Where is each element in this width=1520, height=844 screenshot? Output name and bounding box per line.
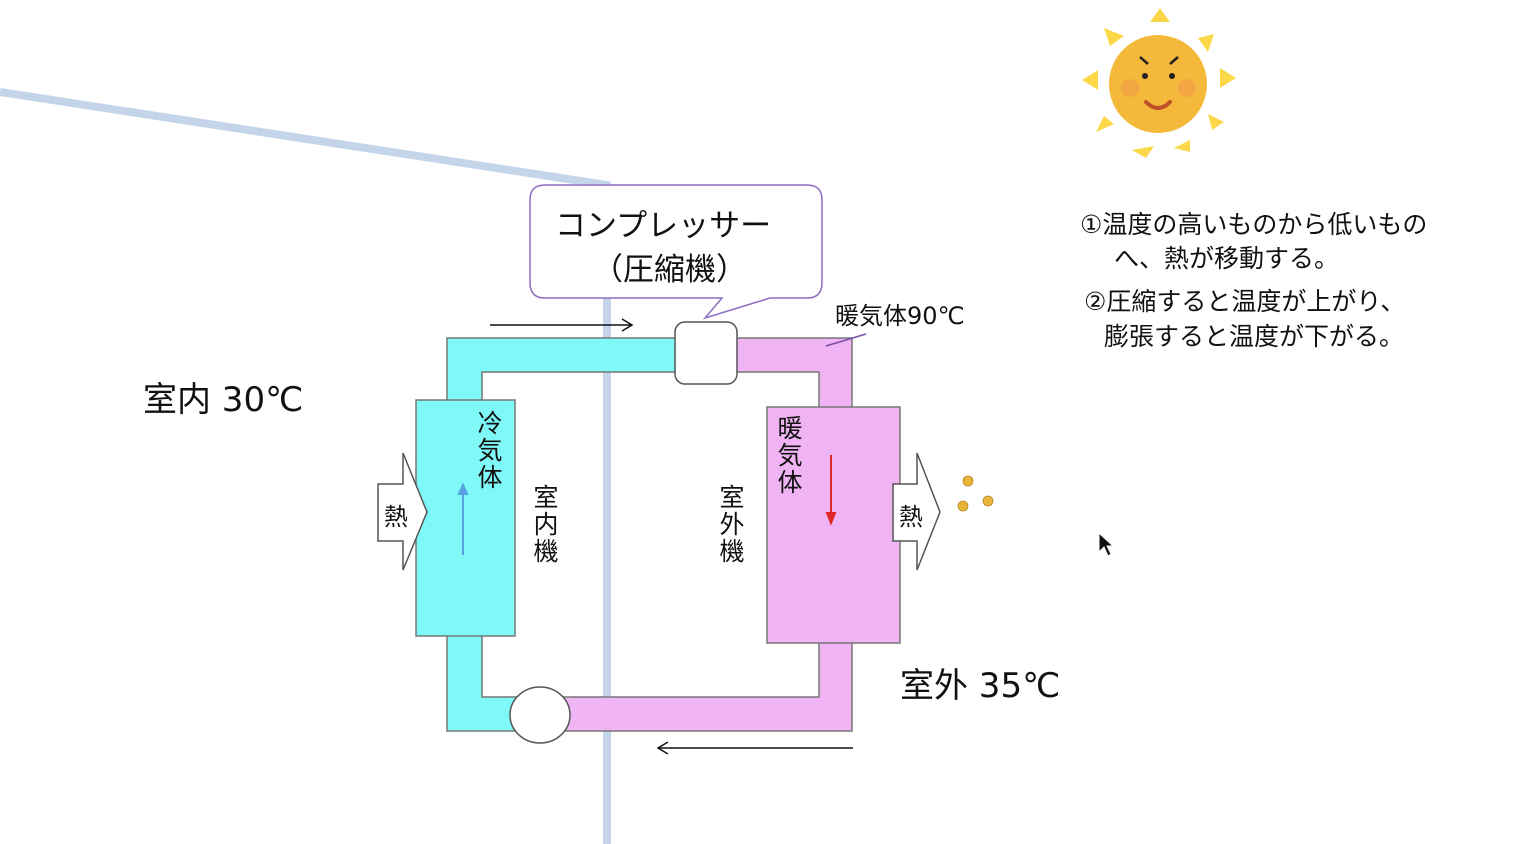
indoor-unit-label: 室内機: [530, 484, 559, 565]
outdoor-heat-exchanger: [766, 406, 901, 644]
mouse-cursor-icon: [1098, 531, 1115, 557]
flow-arrow-bottom: [656, 741, 853, 755]
indoor-heat-exchanger: [415, 399, 516, 637]
compressor: [674, 321, 738, 385]
heat-dots: [957, 475, 994, 512]
heat-in-arrow: [377, 452, 428, 571]
warm-gas-label: 暖気体: [774, 415, 803, 496]
callout-subtitle: （圧縮機）: [592, 252, 747, 288]
heat-out-arrow: [892, 452, 941, 571]
warm-gas-temp-label: 暖気体90℃: [835, 302, 965, 330]
note-2-line-1: ②圧縮すると温度が上がり、: [1084, 287, 1406, 316]
cold-gas-label: 冷気体: [474, 410, 503, 491]
callout-title: コンプレッサー: [555, 208, 772, 244]
note-1-line-1: ①温度の高いものから低いもの: [1080, 210, 1428, 239]
heat-out-label: 熱: [899, 503, 923, 531]
indoor-temp-label: 室内 30℃: [143, 380, 304, 420]
heat-in-label: 熱: [384, 503, 408, 531]
sun-icon: [1082, 8, 1236, 158]
flow-arrow-top: [490, 318, 634, 332]
warm-flow-arrow: [825, 455, 837, 526]
note-1-line-2: へ、熱が移動する。: [1114, 244, 1340, 273]
note-2-line-2: 膨張すると温度が下がる。: [1104, 322, 1405, 351]
outdoor-unit-label: 室外機: [716, 484, 745, 565]
cold-flow-arrow: [457, 482, 469, 555]
warm-gas-leader-line: [825, 333, 867, 347]
expansion-valve: [509, 686, 571, 744]
compressor-callout: [529, 184, 823, 320]
outdoor-temp-label: 室外 35℃: [900, 666, 1061, 706]
